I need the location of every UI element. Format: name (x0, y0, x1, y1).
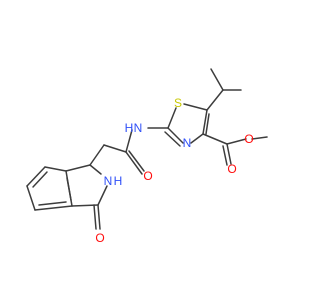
molecule-diagram: S N H N O O O N H O (26, 68, 268, 245)
bond (183, 103, 208, 111)
bond (103, 144, 127, 153)
bond (190, 133, 204, 144)
bond (97, 204, 101, 230)
bond (125, 151, 143, 175)
thiazole-nitrogen-atom: N (183, 136, 192, 150)
bond (202, 133, 228, 145)
bond (93, 204, 97, 230)
amide-hydrogen-atom: H (125, 121, 134, 135)
bond (202, 109, 208, 135)
bond (222, 145, 228, 166)
bond (97, 185, 108, 206)
lactam-hydrogen-atom: H (114, 174, 123, 188)
amide-nitrogen-atom: N (134, 121, 143, 135)
bond (205, 113, 210, 135)
bond (167, 107, 177, 129)
bond (89, 144, 105, 166)
bond (125, 129, 133, 153)
bond (66, 177, 72, 201)
bond (226, 143, 232, 165)
bond (164, 131, 181, 147)
lactam-nitrogen-atom: N (104, 174, 113, 188)
bond (251, 136, 268, 140)
lactam-oxygen-atom: O (95, 231, 104, 245)
bond-layer (26, 68, 268, 230)
bond (206, 89, 224, 111)
bond (38, 201, 67, 206)
bond (26, 185, 36, 211)
bond (34, 205, 73, 211)
sulfur-atom: S (174, 96, 182, 110)
bond (26, 166, 46, 187)
bond (89, 164, 102, 175)
bond (65, 164, 91, 172)
bond (44, 166, 67, 172)
bond (167, 127, 184, 144)
ester-carbonyl-oxygen-atom: O (227, 162, 236, 176)
bond (226, 138, 247, 145)
bond (210, 68, 224, 91)
atom-layer: S N H N O O O N H O (95, 96, 253, 245)
ester-methoxy-oxygen-atom: O (244, 132, 253, 146)
amide-oxygen-atom: O (143, 169, 152, 183)
bond (32, 171, 48, 188)
bond (128, 150, 145, 172)
